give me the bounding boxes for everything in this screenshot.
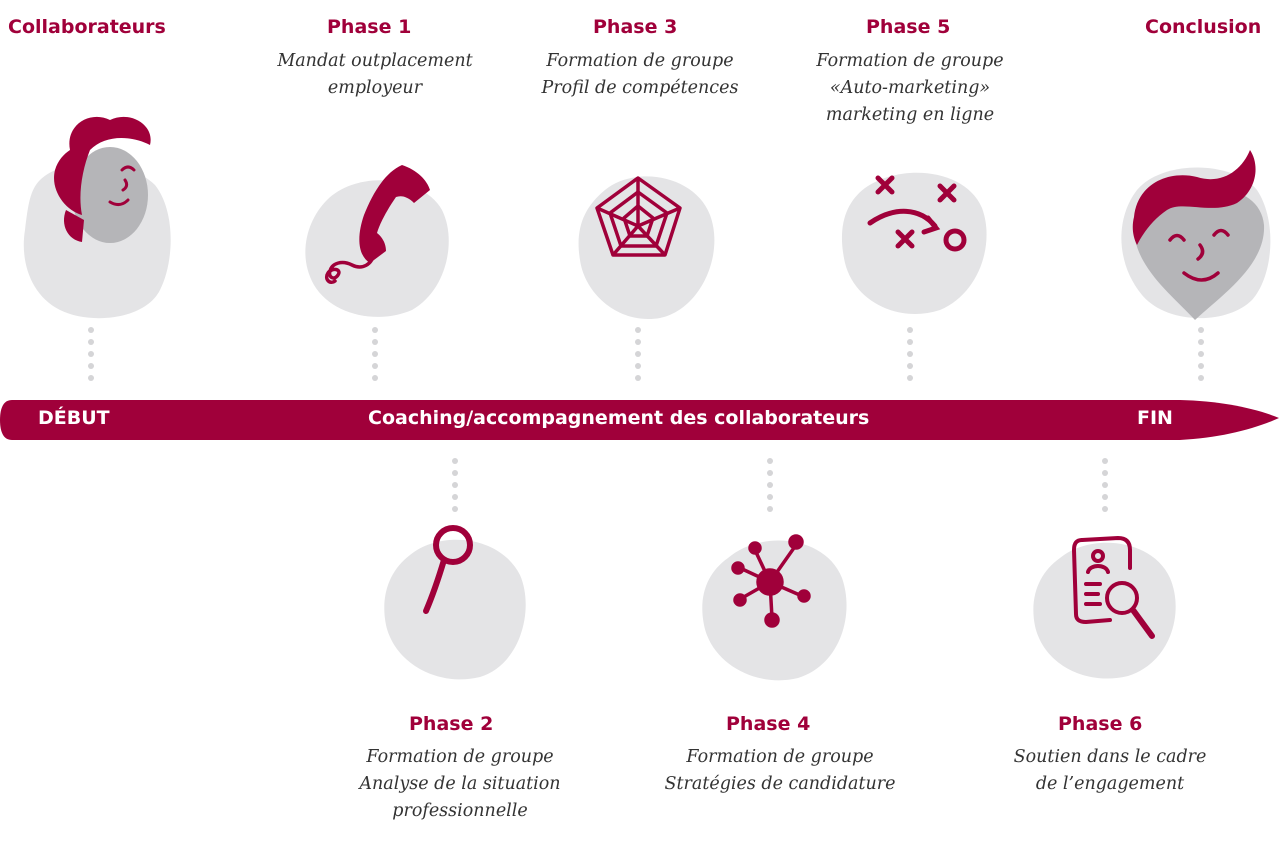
radar-chart-icon: [578, 176, 715, 320]
phase5-line-1: Formation de groupe: [816, 51, 1004, 71]
phase5-title: Phase 5: [866, 16, 951, 38]
phase2-line-2: Analyse de la situation: [359, 774, 561, 794]
phase2-line-3: professionnelle: [392, 801, 528, 821]
phase4-description: Formation de groupe Stratégies de candid…: [640, 744, 920, 798]
phase3-title: Phase 3: [593, 16, 678, 38]
phase2-line-1: Formation de groupe: [366, 747, 554, 767]
magnifier-icon: [384, 525, 526, 680]
phase6-line-1: Soutien dans le cadre: [1013, 747, 1207, 767]
timeline-start-label: DÉBUT: [38, 407, 110, 429]
connector-collaborateurs: [88, 327, 94, 387]
phase4-line-2: Stratégies de candidature: [664, 774, 896, 794]
phase2-description: Formation de groupe Analyse de la situat…: [330, 744, 590, 825]
phase6-line-2: de l’engagement: [1035, 774, 1185, 794]
connector-phase5: [907, 327, 913, 387]
connector-phase3: [635, 327, 641, 387]
phase1-line-2: employeur: [327, 78, 423, 98]
phase5-description: Formation de groupe «Auto-marketing» mar…: [785, 48, 1035, 129]
timeline-end-label: FIN: [1137, 407, 1173, 429]
phase4-title: Phase 4: [726, 713, 811, 735]
connector-phase1: [372, 327, 378, 387]
strategy-plan-icon: [841, 172, 987, 314]
timeline-middle-label: Coaching/accompagnement des collaborateu…: [368, 407, 870, 429]
network-icon: [702, 534, 847, 681]
timeline-bar: [0, 400, 1279, 440]
phase6-title: Phase 6: [1058, 713, 1143, 735]
phase3-line-1: Formation de groupe: [546, 51, 734, 71]
phase4-line-1: Formation de groupe: [686, 747, 874, 767]
phase1-title: Phase 1: [327, 16, 412, 38]
phase3-description: Formation de groupe Profil de compétence…: [515, 48, 765, 102]
happy-heart-icon: [1121, 150, 1271, 320]
person-icon: [23, 116, 171, 319]
connector-phase6: [1102, 458, 1108, 518]
document-search-icon: [1033, 536, 1176, 679]
phase2-title: Phase 2: [409, 713, 494, 735]
connector-conclusion: [1198, 327, 1204, 387]
phase1-line-1: Mandat outplacement: [277, 51, 473, 71]
phase5-line-3: marketing en ligne: [825, 105, 995, 125]
connector-phase4: [767, 458, 773, 518]
conclusion-title: Conclusion: [1145, 16, 1262, 38]
connector-phase2: [452, 458, 458, 518]
phase1-description: Mandat outplacement employeur: [250, 48, 500, 102]
phase3-line-2: Profil de compétences: [541, 78, 739, 98]
phase6-description: Soutien dans le cadre de l’engagement: [980, 744, 1240, 798]
telephone-icon: [305, 165, 449, 317]
phase5-line-2: «Auto-marketing»: [829, 78, 991, 98]
collaborateurs-title: Collaborateurs: [8, 16, 166, 38]
